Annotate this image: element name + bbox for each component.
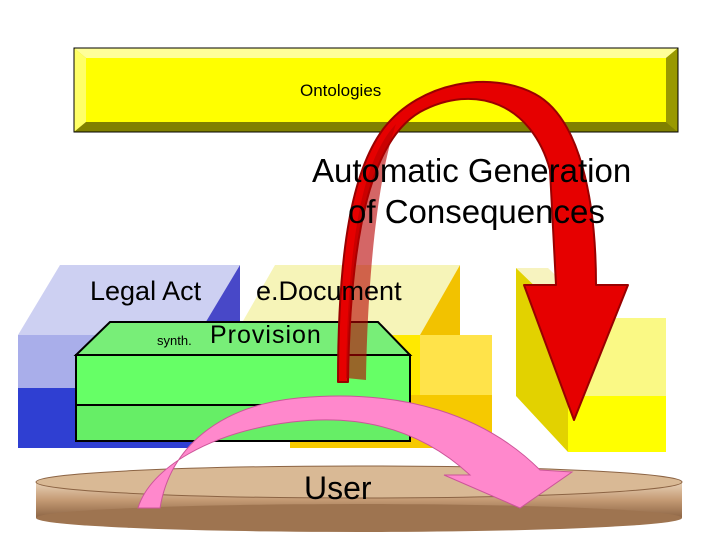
automatic-generation-line2: of Consequences [348,193,605,230]
provision-prefix: synth. [157,333,192,348]
provision-block [73,321,413,442]
ontologies-box [73,47,679,133]
ontologies-label: Ontologies [300,81,382,100]
legal-act-label: Legal Act [90,276,202,306]
user-label: User [304,470,372,506]
provision-label: Provision [210,321,322,349]
edocument-label: e.Document [256,276,402,306]
user-arrow [137,395,574,509]
generation-arrow [337,80,629,421]
automatic-generation-line1: Automatic Generation [312,152,632,189]
